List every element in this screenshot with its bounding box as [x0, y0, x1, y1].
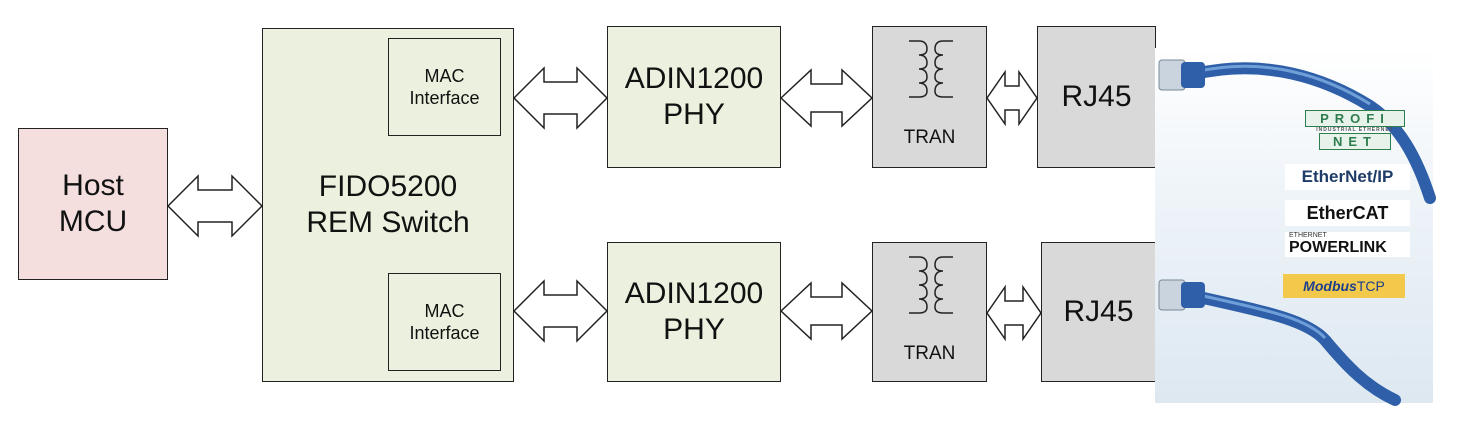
- phy-bottom-line1: ADIN1200: [624, 277, 764, 310]
- rj45-top-label: RJ45: [1061, 80, 1132, 113]
- tran-bottom-label: TRAN: [903, 343, 956, 364]
- powerlink-logo: ETHERNET POWERLINK: [1285, 232, 1410, 257]
- mac-interface-bottom: MAC Interface: [388, 273, 501, 371]
- transformer-coil-icon: [909, 40, 953, 98]
- arrow-phy-tran-bottom: [779, 281, 874, 341]
- switch-line1: FIDO5200: [318, 170, 458, 203]
- powerlink-logo-small: ETHERNET: [1289, 232, 1327, 239]
- ethernet-cable-icon: [1158, 59, 1436, 406]
- ethercat-logo: EtherCAT: [1285, 200, 1410, 226]
- profinet-logo-bottom: NET: [1319, 133, 1391, 150]
- arrow-tran-rj45-bottom: [986, 284, 1042, 342]
- rj45-bottom-label: RJ45: [1063, 295, 1134, 328]
- transformer-bottom: TRAN: [872, 242, 987, 382]
- host-mcu-line1: Host: [62, 169, 124, 202]
- transformer-coil-icon: [909, 256, 953, 314]
- mac-top-line1: MAC: [424, 66, 465, 86]
- arrow-mac-phy-bottom: [512, 279, 609, 343]
- profinet-logo-top: PROFI: [1305, 110, 1405, 127]
- adin1200-phy-top: ADIN1200 PHY: [607, 26, 781, 168]
- profinet-logo: PROFI INDUSTRIAL ETHERNET NET: [1305, 110, 1405, 150]
- modbustcp-logo-b: TCP: [1356, 278, 1385, 294]
- arrow-mac-phy-top: [512, 66, 609, 130]
- mac-interface-top: MAC Interface: [388, 38, 501, 136]
- modbustcp-logo-a: Modbus: [1303, 278, 1357, 294]
- mac-bottom-line1: MAC: [424, 301, 465, 321]
- phy-bottom-line2: PHY: [663, 313, 725, 346]
- transformer-top: TRAN: [872, 26, 987, 168]
- ethernet-cable-photo: PROFI INDUSTRIAL ETHERNET NET EtherNet/I…: [1155, 48, 1436, 406]
- switch-line2: REM Switch: [306, 206, 470, 239]
- arrow-phy-tran-top: [779, 68, 874, 128]
- host-mcu-line2: MCU: [58, 205, 128, 238]
- rj45-top: RJ45: [1037, 26, 1156, 168]
- mac-top-line2: Interface: [409, 88, 480, 108]
- phy-top-line2: PHY: [663, 98, 725, 131]
- tran-top-label: TRAN: [903, 127, 956, 148]
- host-mcu-block: Host MCU: [18, 128, 168, 280]
- arrow-tran-rj45-top: [986, 69, 1038, 127]
- adin1200-phy-bottom: ADIN1200 PHY: [607, 242, 781, 382]
- profinet-logo-sub: INDUSTRIAL ETHERNET: [1316, 127, 1394, 133]
- mac-bottom-line2: Interface: [409, 323, 480, 343]
- arrow-host-switch: [166, 174, 264, 238]
- ethernetip-logo: EtherNet/IP: [1285, 164, 1410, 190]
- modbustcp-logo: ModbusTCP: [1283, 274, 1405, 298]
- phy-top-line1: ADIN1200: [624, 62, 764, 95]
- powerlink-logo-main: POWERLINK: [1289, 239, 1387, 256]
